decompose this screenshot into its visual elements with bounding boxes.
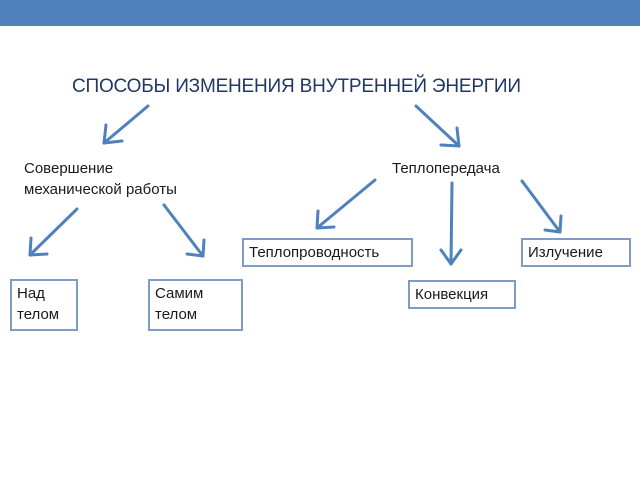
conduction-box: Теплопроводность [242,238,413,267]
arrow-title-to-heat-transfer [414,104,461,148]
over-body-line2: телом [17,306,60,323]
by-body-line1: Самим [155,285,204,302]
diagram-title: СПОСОБЫ ИЗМЕНЕНИЯ ВНУТРЕННЕЙ ЭНЕРГИИ [72,76,521,97]
by-body-line2: телом [155,306,198,323]
arrow-work-to-over-body [28,207,79,257]
mechanical-work-line2: механической работы [24,181,177,198]
over-body-box: Над телом [10,279,78,331]
by-body-box: Самим телом [148,279,243,331]
radiation-box: Излучение [521,238,631,267]
header-bar [0,0,640,26]
arrow-work-to-by-body [162,203,206,258]
arrow-heat-to-convection [439,181,463,266]
over-body-line1: Над [17,285,45,302]
arrow-title-to-work [102,104,150,145]
heat-transfer-label: Теплопередача [392,160,500,177]
arrow-heat-to-radiation [520,179,563,234]
mechanical-work-label: Совершение механической работы [24,158,177,200]
mechanical-work-line1: Совершение [24,160,114,177]
arrow-heat-to-conduction [315,178,377,230]
convection-box: Конвекция [408,280,516,309]
